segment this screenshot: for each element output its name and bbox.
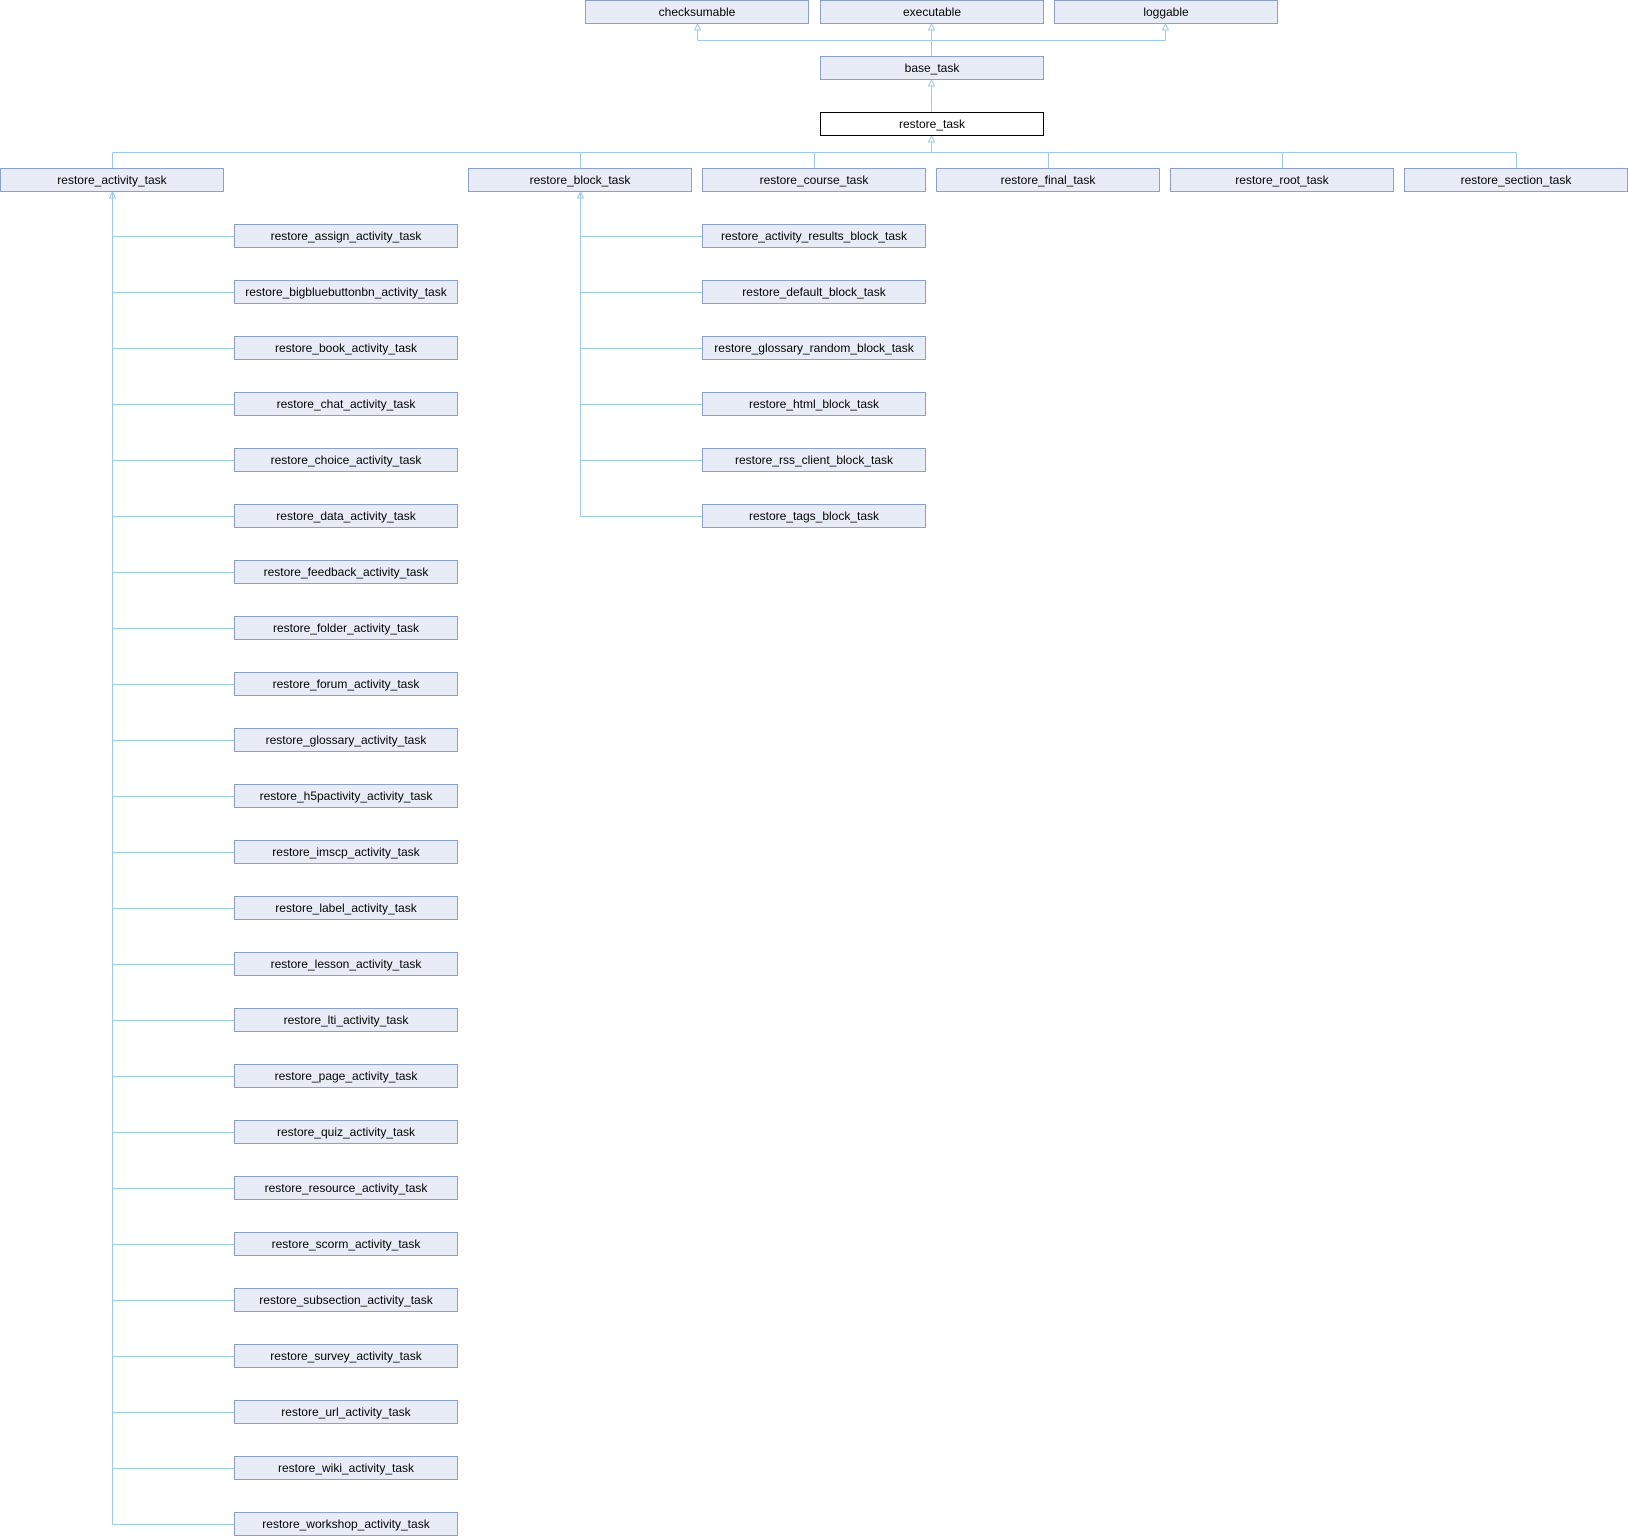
node-block-child[interactable]: restore_glossary_random_block_task [702,336,926,360]
node-activity-child[interactable]: restore_page_activity_task [234,1064,458,1088]
node-activity-child[interactable]: restore_choice_activity_task [234,448,458,472]
arrow-checksumable [693,22,702,31]
node-executable[interactable]: executable [820,0,1044,24]
node-activity-child[interactable]: restore_bigbluebuttonbn_activity_task [234,280,458,304]
arrow-loggable [1161,22,1170,31]
node-activity-child[interactable]: restore_glossary_activity_task [234,728,458,752]
node-activity-child[interactable]: restore_subsection_activity_task [234,1288,458,1312]
node-restore-task: restore_task [820,112,1044,136]
node-activity-child[interactable]: restore_label_activity_task [234,896,458,920]
node-activity-child[interactable]: restore_scorm_activity_task [234,1232,458,1256]
node-block-child[interactable]: restore_activity_results_block_task [702,224,926,248]
node-base-task[interactable]: base_task [820,56,1044,80]
arrow-base-task [927,78,936,87]
node-activity-child[interactable]: restore_lti_activity_task [234,1008,458,1032]
node-restore-activity-task[interactable]: restore_activity_task [0,168,224,192]
node-activity-child[interactable]: restore_lesson_activity_task [234,952,458,976]
node-block-child[interactable]: restore_rss_client_block_task [702,448,926,472]
node-block-child[interactable]: restore_html_block_task [702,392,926,416]
arrow-executable [927,22,936,31]
node-activity-child[interactable]: restore_chat_activity_task [234,392,458,416]
node-block-child[interactable]: restore_tags_block_task [702,504,926,528]
node-activity-child[interactable]: restore_h5pactivity_activity_task [234,784,458,808]
node-restore-root-task[interactable]: restore_root_task [1170,168,1394,192]
node-activity-child[interactable]: restore_data_activity_task [234,504,458,528]
node-restore-block-task[interactable]: restore_block_task [468,168,692,192]
node-activity-child[interactable]: restore_imscp_activity_task [234,840,458,864]
node-activity-child[interactable]: restore_forum_activity_task [234,672,458,696]
node-restore-final-task[interactable]: restore_final_task [936,168,1160,192]
node-activity-child[interactable]: restore_folder_activity_task [234,616,458,640]
node-loggable[interactable]: loggable [1054,0,1278,24]
node-activity-child[interactable]: restore_survey_activity_task [234,1344,458,1368]
arrow-restore-task [927,134,936,143]
node-checksumable[interactable]: checksumable [585,0,809,24]
node-activity-child[interactable]: restore_workshop_activity_task [234,1512,458,1536]
node-activity-child[interactable]: restore_resource_activity_task [234,1176,458,1200]
node-activity-child[interactable]: restore_feedback_activity_task [234,560,458,584]
node-activity-child[interactable]: restore_book_activity_task [234,336,458,360]
node-activity-child[interactable]: restore_wiki_activity_task [234,1456,458,1480]
node-block-child[interactable]: restore_default_block_task [702,280,926,304]
node-restore-section-task[interactable]: restore_section_task [1404,168,1628,192]
node-activity-child[interactable]: restore_assign_activity_task [234,224,458,248]
node-activity-child[interactable]: restore_url_activity_task [234,1400,458,1424]
node-activity-child[interactable]: restore_quiz_activity_task [234,1120,458,1144]
node-restore-course-task[interactable]: restore_course_task [702,168,926,192]
